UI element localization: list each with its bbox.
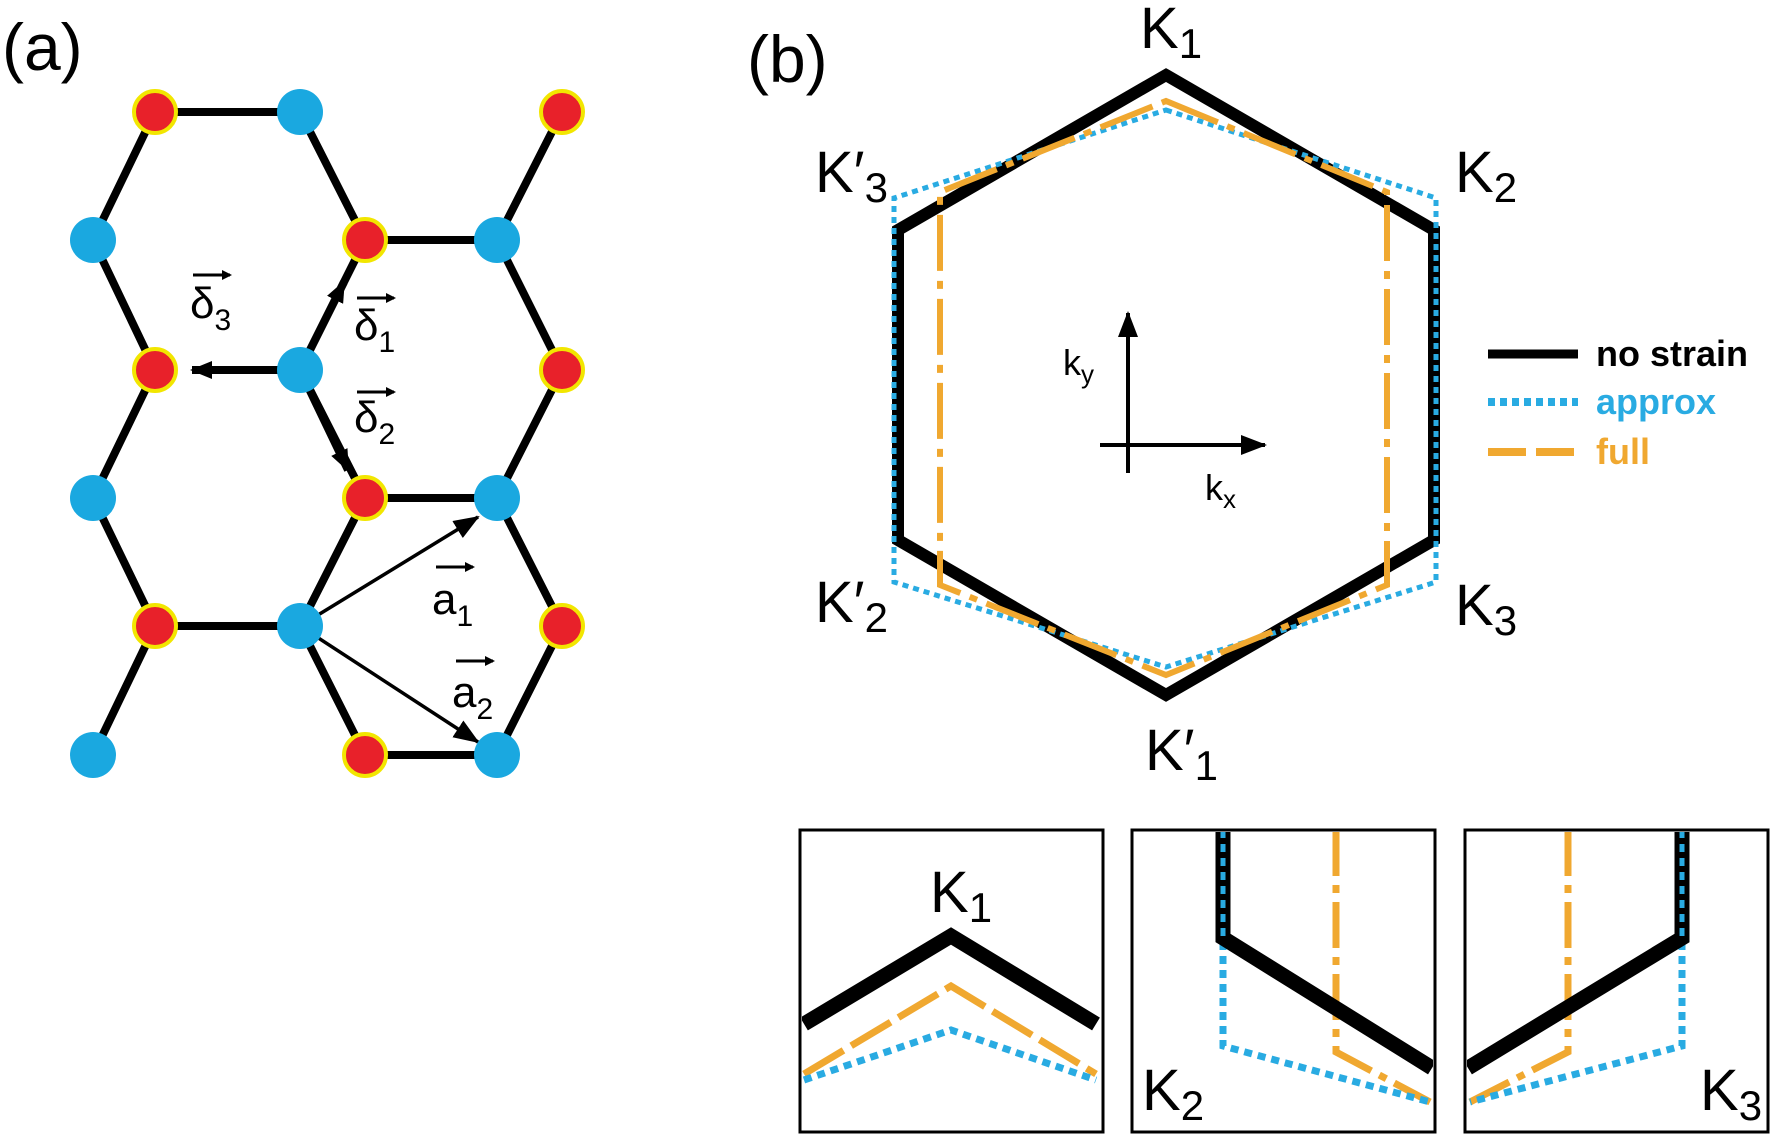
inset-k2: K2 (1130, 828, 1437, 1134)
k3p-label: K′3 (815, 140, 888, 211)
svg-text:no strain: no strain (1596, 333, 1748, 374)
k1-label: K1 (1140, 0, 1202, 67)
delta2-label: δ2 (354, 387, 396, 451)
inset-k3: K3 (1463, 828, 1770, 1134)
atom-a (539, 347, 585, 393)
inset-k1: K1 (798, 828, 1105, 1134)
panel-a: (a) (2, 10, 585, 778)
atoms-b (70, 89, 520, 778)
k2p-label: K′2 (815, 570, 888, 641)
k2-label: K2 (1455, 140, 1517, 211)
atom-b (474, 732, 520, 778)
a2-label: a2 (452, 656, 495, 726)
a1-arrow (299, 515, 480, 628)
svg-text:a2: a2 (452, 668, 493, 726)
svg-text:approx: approx (1596, 381, 1716, 422)
atom-b (277, 603, 323, 649)
kx-label: kx (1205, 467, 1236, 514)
svg-text:K1: K1 (930, 860, 992, 931)
legend-item-approx: approx (1488, 381, 1716, 422)
svg-text:full: full (1596, 431, 1650, 472)
a1-label: a1 (432, 562, 475, 633)
svg-text:K3: K3 (1700, 1058, 1762, 1129)
atom-a (539, 89, 585, 135)
atom-a (342, 732, 388, 778)
svg-text:δ3: δ3 (190, 279, 231, 337)
atom-b (474, 217, 520, 263)
bz-approx (891, 107, 1439, 670)
legend-item-full: full (1488, 431, 1650, 472)
svg-text:δ1: δ1 (354, 301, 395, 359)
atom-b (277, 89, 323, 135)
atom-a (132, 89, 178, 135)
atom-b (70, 217, 116, 263)
a2-arrow (299, 624, 480, 744)
panel-b: (b) ky kx K1 K2 K3 K′1 K′2 K′3 no strain (747, 0, 1770, 1134)
atom-b (70, 475, 116, 521)
k1p-label: K′1 (1145, 718, 1218, 789)
atom-b (474, 475, 520, 521)
ky-label: ky (1063, 342, 1094, 389)
svg-text:K2: K2 (1142, 1058, 1204, 1129)
atom-b (70, 732, 116, 778)
delta1-label: δ1 (354, 293, 396, 359)
svg-text:δ2: δ2 (354, 393, 395, 451)
k-axes (1100, 311, 1267, 473)
atom-a (342, 475, 388, 521)
k3-label: K3 (1455, 573, 1517, 644)
vector-labels: δ3 δ1 δ2 a1 a2 (190, 270, 495, 726)
legend: no strain approx full (1488, 333, 1748, 472)
atoms-a (132, 89, 585, 778)
svg-text:a1: a1 (432, 575, 473, 633)
delta3-label: δ3 (190, 270, 232, 337)
lattice-vectors (299, 515, 480, 744)
atom-a (539, 603, 585, 649)
bz-no-strain (892, 68, 1440, 702)
panel-a-label: (a) (2, 10, 83, 84)
bz-full (937, 97, 1390, 679)
atom-a (132, 347, 178, 393)
atom-a (132, 603, 178, 649)
atom-b (277, 347, 323, 393)
legend-item-no-strain: no strain (1488, 333, 1748, 374)
panel-b-label: (b) (747, 22, 828, 96)
atom-a (342, 217, 388, 263)
